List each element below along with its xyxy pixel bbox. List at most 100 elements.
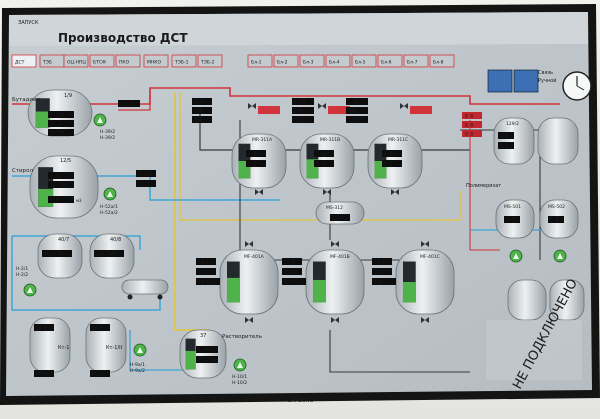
pump-4[interactable]	[133, 343, 147, 357]
reactor-mr311-1-valve-icon[interactable]	[323, 189, 331, 195]
tab-frame[interactable]	[63, 54, 89, 68]
tab-6[interactable]: ТЭБ-1	[171, 54, 197, 68]
reactor-mf401-0-top-valve-icon[interactable]	[245, 241, 253, 247]
styrene-v3-text: 0.6	[50, 198, 59, 204]
top-valve-2-icon[interactable]	[400, 103, 408, 109]
flow-mid1-bg	[136, 170, 156, 177]
mf401-1-v2-bg	[282, 268, 302, 275]
reactor-mf401-1-top-valve-icon[interactable]	[331, 241, 339, 247]
flow-top1-0: 1009	[192, 98, 212, 106]
reactor-mf401-2-level-fill	[402, 282, 416, 303]
tab-frame[interactable]	[299, 54, 325, 68]
kt1-v1-text: 26.2	[36, 326, 48, 332]
pump-5[interactable]	[233, 358, 247, 372]
tab-15[interactable]: Бл-8	[429, 54, 455, 68]
vessel-ms312	[315, 201, 365, 225]
tab-frame[interactable]	[325, 54, 351, 68]
kt2-v2-bg	[90, 370, 110, 377]
pump-1[interactable]	[93, 113, 107, 127]
t407-v1-text: 4056.80	[44, 252, 65, 258]
tab-label: Бл-8	[433, 60, 444, 66]
pump-arrow-icon	[97, 117, 103, 123]
reactor-mf401-0-bottom-valve-icon[interactable]	[245, 317, 253, 323]
tab-frame[interactable]	[273, 54, 299, 68]
mf401-1-v1-text: 79.0	[284, 260, 296, 266]
mr311-0-v1: 5.88	[246, 150, 266, 158]
tab-10[interactable]: Бл-3	[299, 54, 325, 68]
kt1-v2-bg	[34, 370, 54, 377]
tank-40-7-tag: 40/7	[58, 237, 69, 243]
trend-button[interactable]	[513, 69, 539, 93]
flow-top1-0-bg	[192, 98, 212, 105]
tab-frame[interactable]	[115, 54, 141, 68]
right-pump-0[interactable]	[509, 249, 523, 263]
tab-0[interactable]: ДСТ	[11, 54, 37, 68]
tab-frame[interactable]	[143, 54, 169, 68]
top-valve-1-icon[interactable]	[318, 103, 326, 109]
tab-frame[interactable]	[197, 54, 223, 68]
tab-frame[interactable]	[403, 54, 429, 68]
tab-frame[interactable]	[11, 54, 37, 68]
tab-11[interactable]: Бл-4	[325, 54, 351, 68]
mf401-0-v2-text: 24.2	[198, 270, 210, 276]
tab-4[interactable]: ПКО	[115, 54, 141, 68]
flow-mid2-text: 28.5	[138, 182, 150, 188]
tab-13[interactable]: Бл-6	[377, 54, 403, 68]
flow-top2-2-bg	[292, 116, 314, 123]
tab-12[interactable]: Бл-5	[351, 54, 377, 68]
kt2-v1-bg	[90, 324, 110, 331]
tab-frame[interactable]	[89, 54, 115, 68]
reactor-mr311-0-valve-icon[interactable]	[255, 189, 263, 195]
mf401-0-v3-text: 98.681	[198, 280, 216, 286]
flow-top3-1: 700	[346, 107, 368, 115]
monitor-button[interactable]	[487, 69, 513, 93]
reactor-mr311-2-level-fill	[374, 161, 387, 179]
blue-loop-left	[11, 236, 161, 311]
tab-14[interactable]: Бл-7	[403, 54, 429, 68]
reactor-mf401-2	[395, 249, 455, 315]
tab-7[interactable]: ТЭБ-2	[197, 54, 223, 68]
tab-9[interactable]: Бл-2	[273, 54, 299, 68]
tab-2[interactable]: ОЦ-НПЦ	[63, 54, 89, 68]
pump-2[interactable]	[103, 187, 117, 201]
tab-1[interactable]: ТЭБ	[39, 54, 65, 68]
red-indicator-2	[410, 106, 432, 114]
t37-v2: 27.753	[196, 356, 218, 364]
kt1-v1: 26.2	[34, 324, 54, 332]
tab-8[interactable]: Бл-1	[247, 54, 273, 68]
red-indicator-0	[258, 106, 280, 114]
reactor-mf401-1-bottom-valve-icon[interactable]	[331, 317, 339, 323]
pump-arrow-icon	[107, 191, 113, 197]
tab-frame[interactable]	[377, 54, 403, 68]
right-pump-1[interactable]	[553, 249, 567, 263]
mf401-2-v2-text: 24.9	[374, 270, 386, 276]
ms50-1-v1-text: 2.3	[550, 218, 559, 224]
mf401-2-v3-text: 0.0	[374, 280, 383, 286]
tab-3[interactable]: БТСФ	[89, 54, 115, 68]
tab-frame[interactable]	[171, 54, 197, 68]
status-label-mode: Ручной	[538, 77, 557, 84]
tab-5[interactable]: МНКО	[143, 54, 169, 68]
mf401-1-v3-bg	[282, 278, 306, 285]
tab-label: Бл-6	[381, 60, 392, 66]
reactor-mf401-2-top-valve-icon[interactable]	[421, 241, 429, 247]
reactor-mf401-2-bottom-valve-icon[interactable]	[421, 317, 429, 323]
flow-top3-1-bg	[346, 107, 368, 114]
flow-top1-0-text: 1009	[194, 100, 206, 106]
tab-frame[interactable]	[429, 54, 455, 68]
mf401-1-v1-bg	[282, 258, 302, 265]
pump-3[interactable]	[23, 283, 37, 297]
mf401-0-v1-bg	[196, 258, 216, 265]
reactor-mf401-1	[305, 249, 365, 315]
tank-styrene-tag: 12/5	[60, 158, 71, 164]
vessel-right-2	[537, 117, 579, 165]
tab-frame[interactable]	[247, 54, 273, 68]
top-valve-0-icon[interactable]	[248, 103, 256, 109]
tab-frame[interactable]	[351, 54, 377, 68]
mr311-1-v1-text: 5.88	[316, 152, 328, 158]
blue-bottom-pipe	[129, 330, 200, 371]
tab-label: Бл-5	[355, 60, 366, 66]
reactor-mr311-2-valve-icon[interactable]	[391, 189, 399, 195]
t37-v1: 3.56	[196, 346, 218, 354]
